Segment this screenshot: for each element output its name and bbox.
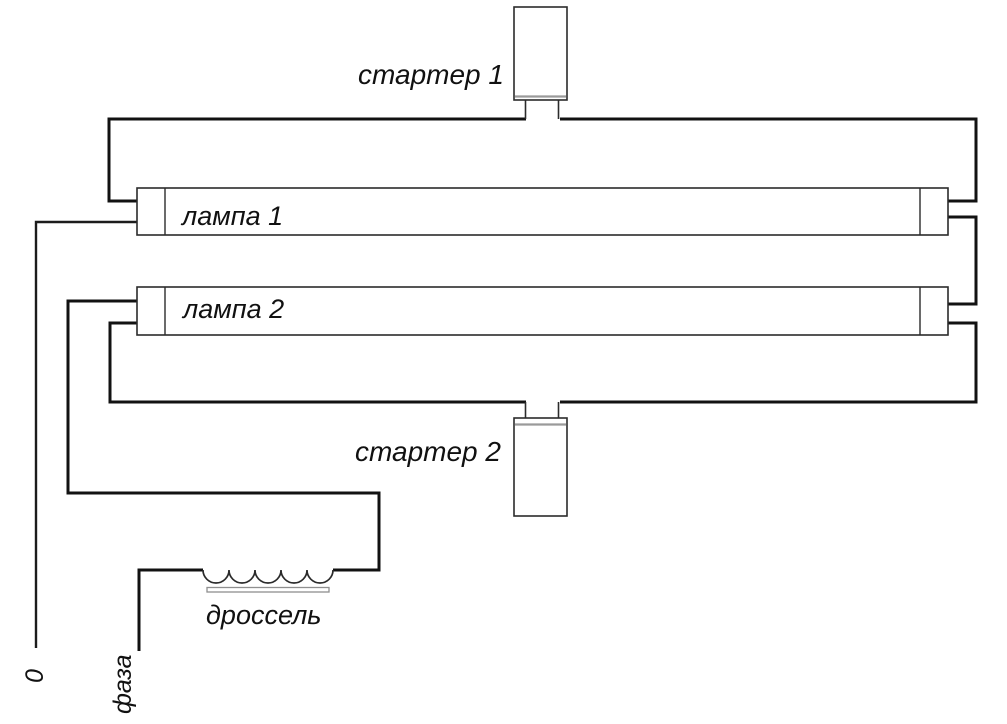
lamp2: лампа 2 [136, 286, 949, 336]
lamp1-tube [136, 187, 949, 236]
wire-lamp1-to-lamp2-right [948, 215, 978, 306]
neutral-terminal-label: 0 [21, 669, 49, 683]
lamp2-label: лампа 2 [181, 294, 284, 324]
choke: дроссель [202, 569, 334, 630]
starter2: стартер 2 [355, 402, 568, 517]
wire-neutral [34, 220, 137, 648]
terminals: 0 фаза [21, 654, 137, 714]
wire-lamp2-to-choke [66, 299, 381, 572]
choke-label: дроссель [206, 600, 322, 630]
wire-lamp2-to-starter2-right [560, 321, 978, 404]
wire-starter1-to-lamp1-left [107, 117, 526, 203]
lamp1-label: лампа 1 [180, 201, 283, 231]
lamp1: лампа 1 [136, 187, 949, 236]
phase-terminal-label: фаза [109, 654, 137, 714]
wires [34, 117, 978, 651]
starter2-body [513, 417, 568, 517]
choke-coil [202, 569, 334, 584]
starter1: стартер 1 [358, 6, 568, 119]
starter1-label: стартер 1 [358, 59, 504, 90]
starter2-label: стартер 2 [355, 436, 501, 467]
starter1-body [513, 6, 568, 101]
lamp2-tube [136, 286, 949, 336]
wire-choke-to-phase [137, 568, 203, 651]
choke-core [206, 586, 330, 593]
wire-starter1-to-lamp1-right [560, 117, 978, 203]
wire-starter2-to-lamp2-left [108, 321, 526, 404]
